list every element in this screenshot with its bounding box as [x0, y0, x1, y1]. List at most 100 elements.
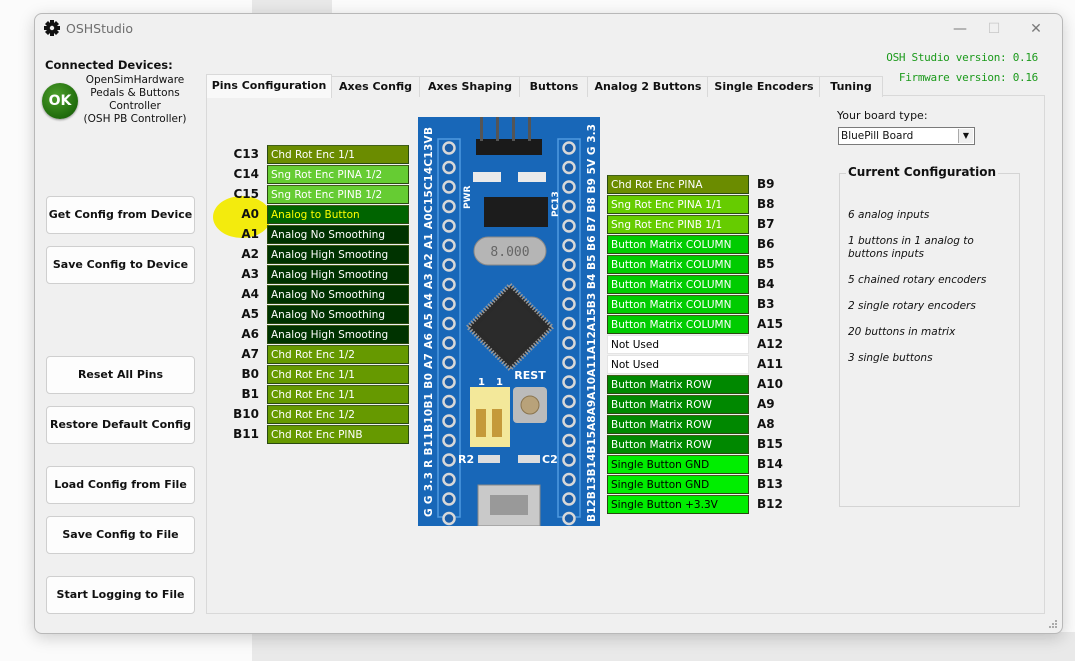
pin-function-select[interactable]: Button Matrix ROW [607, 415, 749, 434]
pin-label-b12: B12 [757, 497, 783, 511]
svg-text:1: 1 [478, 377, 485, 388]
header-pin-hole [562, 141, 576, 155]
crystal-label: 8.000 [490, 245, 529, 260]
header-pin-hole [562, 453, 576, 467]
pin-label-a9: A9 [757, 397, 775, 411]
tab-axes-config[interactable]: Axes Config [330, 76, 421, 97]
pin-function-select[interactable]: Single Button GND [607, 455, 749, 474]
config-item: 20 buttons in matrix [848, 326, 956, 338]
pin-function-select[interactable]: Analog No Smoothing [267, 305, 409, 324]
get-config-button[interactable]: Get Config from Device [46, 196, 195, 234]
header-pin-hole [442, 336, 456, 350]
header-pin-hole [442, 492, 456, 506]
device-name: OpenSimHardware Pedals & Buttons Control… [83, 74, 187, 125]
header-pin-hole [442, 258, 456, 272]
board-type-label: Your board type: [837, 109, 928, 122]
header-pin-hole [442, 375, 456, 389]
tab-analog-2-buttons[interactable]: Analog 2 Buttons [587, 76, 709, 97]
tab-buttons[interactable]: Buttons [519, 76, 589, 97]
header-pin-hole [562, 414, 576, 428]
pin-function-select[interactable]: Single Button GND [607, 475, 749, 494]
pin-label-c13: C13 [233, 147, 259, 161]
title-bar[interactable]: OSHStudio — ☐ ✕ [35, 14, 1062, 42]
save-config-file-button[interactable]: Save Config to File [46, 516, 195, 554]
pin-label-a4: A4 [241, 287, 259, 301]
pin-function-select[interactable]: Analog High Smooting [267, 265, 409, 284]
tab-axes-shaping[interactable]: Axes Shaping [419, 76, 521, 97]
pwr-label: PWR [463, 185, 473, 209]
tab-tuning[interactable]: Tuning [819, 76, 883, 97]
pin-function-select[interactable]: Analog No Smoothing [267, 225, 409, 244]
header-pin-hole [562, 316, 576, 331]
pin-function-select[interactable]: Sng Rot Enc PINA 1/2 [267, 165, 409, 184]
pin-function-select[interactable]: Sng Rot Enc PINA 1/1 [607, 195, 749, 214]
header-pin-hole [442, 414, 456, 428]
pin-function-select[interactable]: Not Used [607, 355, 749, 374]
left-board-labels: G G 3.3 R B11B10B1 B0 A7 A6 A5 A4 A3 A2 … [423, 127, 435, 517]
version-info: OSH Studio version: 0.16 Firmware versio… [886, 48, 1038, 88]
pin-label-b9: B9 [757, 177, 775, 191]
pin-function-select[interactable]: Button Matrix ROW [607, 395, 749, 414]
regulator-chip [484, 197, 548, 227]
studio-version: OSH Studio version: 0.16 [886, 51, 1038, 64]
bluepill-board-image: 8.000 1 1 REST R2 C2 PWR [418, 117, 600, 527]
pin-label-b13: B13 [757, 477, 783, 491]
pc13-label: PC13 [551, 191, 561, 217]
pin-function-select[interactable]: Button Matrix COLUMN [607, 295, 749, 314]
save-config-device-button[interactable]: Save Config to Device [46, 246, 195, 284]
pin-label-b1: B1 [241, 387, 260, 401]
header-pin-hole [442, 180, 456, 194]
pin-function-select[interactable]: Single Button +3.3V [607, 495, 749, 514]
pin-function-select[interactable]: Button Matrix COLUMN [607, 235, 749, 254]
config-item: 3 single buttons [848, 352, 933, 364]
load-config-file-button[interactable]: Load Config from File [46, 466, 195, 504]
pin-function-select[interactable]: Sng Rot Enc PINB 1/1 [607, 215, 749, 234]
pin-function-select[interactable]: Analog High Smooting [267, 245, 409, 264]
header-pin-hole [562, 258, 576, 272]
pin-function-select[interactable]: Chd Rot Enc 1/1 [267, 145, 409, 164]
pin-function-select[interactable]: Button Matrix COLUMN [607, 275, 749, 294]
start-logging-button[interactable]: Start Logging to File [46, 576, 195, 614]
header-pin-hole [442, 394, 456, 409]
gear-app-icon [44, 20, 60, 36]
header-pin-hole [442, 453, 456, 467]
close-button[interactable]: ✕ [1030, 21, 1042, 37]
dropdown-arrow-icon[interactable]: ▼ [958, 129, 973, 143]
pin-function-select[interactable]: Button Matrix COLUMN [607, 255, 749, 274]
config-item: 6 analog inputs [848, 209, 930, 221]
pin-label-a12: A12 [757, 337, 783, 351]
pin-function-select[interactable]: Chd Rot Enc PINA [607, 175, 749, 194]
pin-function-select[interactable]: Analog No Smoothing [267, 285, 409, 304]
pin-function-select[interactable]: Button Matrix ROW [607, 435, 749, 454]
reset-all-pins-button[interactable]: Reset All Pins [46, 356, 195, 394]
pin-label-a5: A5 [241, 307, 259, 321]
board-type-select[interactable]: BluePill Board ▼ [838, 127, 975, 145]
current-configuration-title: Current Configuration [846, 165, 999, 179]
pin-label-a0: A0 [241, 207, 259, 221]
pin-function-select[interactable]: Analog High Smooting [267, 325, 409, 344]
pin-function-select[interactable]: Analog to Button [267, 205, 409, 224]
header-pin-hole [562, 238, 576, 253]
header-pin-hole [562, 297, 576, 311]
minimize-button[interactable]: — [953, 21, 967, 37]
resize-grip-icon[interactable] [1048, 619, 1058, 629]
header-pin-hole [442, 219, 456, 233]
header-pin-hole [562, 375, 576, 389]
pin-function-select[interactable]: Button Matrix COLUMN [607, 315, 749, 334]
pin-function-select[interactable]: Chd Rot Enc 1/1 [267, 365, 409, 384]
pin-function-select[interactable]: Chd Rot Enc 1/2 [267, 345, 409, 364]
left-header-pins [442, 141, 456, 526]
c2-label: C2 [542, 453, 558, 466]
restore-default-button[interactable]: Restore Default Config [46, 406, 195, 444]
pin-function-select[interactable]: Button Matrix ROW [607, 375, 749, 394]
tab-single-encoders[interactable]: Single Encoders [707, 76, 821, 97]
pin-function-select[interactable]: Chd Rot Enc 1/1 [267, 385, 409, 404]
pin-function-select[interactable]: Chd Rot Enc PINB [267, 425, 409, 444]
pin-function-select[interactable]: Chd Rot Enc 1/2 [267, 405, 409, 424]
svg-text:1: 1 [496, 377, 503, 388]
maximize-button[interactable]: ☐ [987, 21, 1001, 37]
pin-function-select[interactable]: Sng Rot Enc PINB 1/2 [267, 185, 409, 204]
tab-pins-configuration[interactable]: Pins Configuration [206, 74, 332, 98]
pin-function-select[interactable]: Not Used [607, 335, 749, 354]
pin-label-b0: B0 [241, 367, 260, 381]
